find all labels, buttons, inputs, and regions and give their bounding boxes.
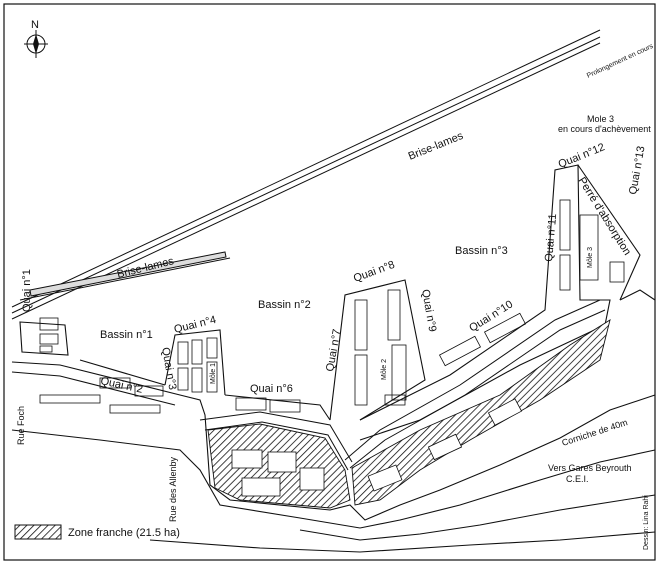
- label-quai8: Quai n°8: [352, 259, 396, 285]
- legend: Zone franche (21.5 ha): [14, 524, 180, 540]
- map-frame: [3, 3, 656, 561]
- label-cei: C.E.I.: [566, 474, 589, 484]
- label-bassin1: Bassin n°1: [100, 329, 153, 341]
- label-prolongement: Prolongement en cours: [586, 43, 655, 80]
- label-rue-allenby: Rue des Allenby: [168, 456, 178, 522]
- breakwater: [11, 29, 601, 320]
- harbour-outline: [11, 164, 656, 553]
- roads: [199, 299, 606, 471]
- legend-label: Zone franche (21.5 ha): [68, 527, 180, 539]
- label-quai6: Quai n°6: [250, 383, 293, 395]
- label-vers-gares: Vers Gares Beyrouth: [548, 463, 632, 473]
- label-bassin2: Bassin n°2: [258, 299, 311, 311]
- label-bassin3: Bassin n°3: [455, 245, 508, 257]
- label-quai12: Quai n°12: [557, 141, 607, 170]
- north-arrow-icon: N: [24, 19, 48, 58]
- label-mole3-small: Môle 3: [587, 247, 594, 268]
- label-rue-foch: Rue Foch: [16, 406, 26, 445]
- label-quai1: Quai n°1: [21, 269, 33, 312]
- label-quai11: Quai n°11: [543, 213, 559, 262]
- sheds: [39, 199, 625, 414]
- label-quai7: Quai n°7: [324, 328, 343, 372]
- free-zone: [207, 319, 611, 509]
- label-credit: Dessin: Lina Rahi: [643, 495, 650, 550]
- label-brise-lames-left: Brise-lames: [116, 255, 176, 281]
- label-quai9: Quai n°9: [419, 288, 438, 332]
- label-perre: Perré d'absorption: [575, 175, 633, 257]
- label-mole3-title: Mole 3: [587, 114, 614, 124]
- north-label: N: [31, 19, 39, 31]
- label-mole2: Môle 2: [381, 359, 388, 380]
- label-mole1: Môle 1: [210, 363, 217, 384]
- legend-swatch: [14, 524, 62, 540]
- label-quai13: Quai n°13: [627, 145, 647, 195]
- label-brise-lames-top: Brise-lames: [407, 130, 466, 163]
- label-quai10: Quai n°10: [467, 298, 515, 334]
- label-mole3-sub: en cours d'achèvement: [558, 124, 651, 134]
